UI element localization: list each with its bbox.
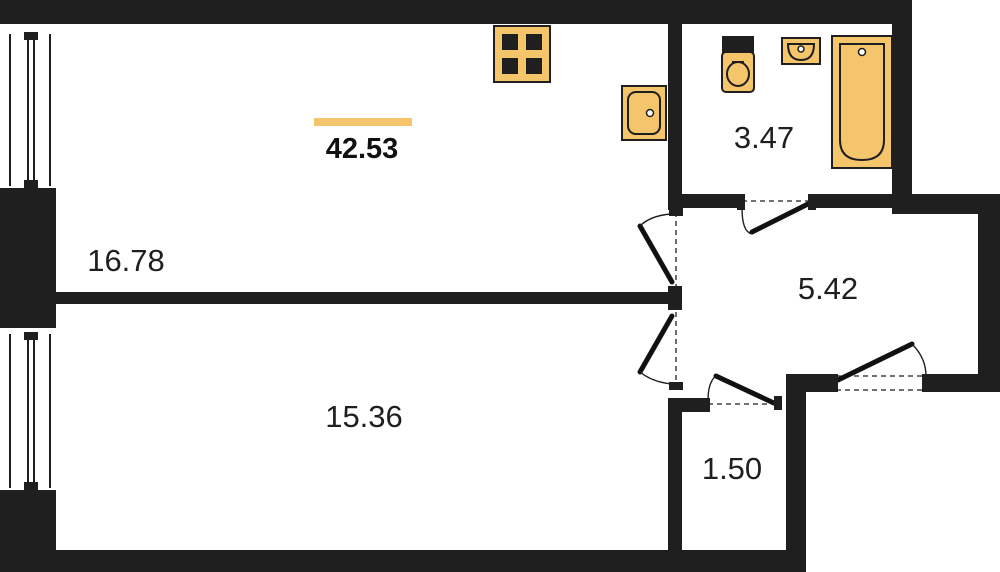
total-area-label: 42.53 bbox=[326, 133, 399, 165]
room-area-bathroom: 3.47 bbox=[734, 120, 794, 155]
door-living-room bbox=[637, 208, 683, 286]
wall-bath-hall-2 bbox=[814, 194, 904, 208]
door-bedroom bbox=[637, 312, 683, 390]
room-area-storage: 1.50 bbox=[702, 451, 762, 486]
wall-kitchen-bath bbox=[668, 20, 682, 210]
room-area-hallway: 5.42 bbox=[798, 271, 858, 306]
wall-top bbox=[0, 0, 912, 24]
toilet-icon bbox=[721, 36, 755, 93]
wall-top-left bbox=[0, 0, 56, 24]
bathtub-icon bbox=[831, 35, 893, 169]
wall-storage-right bbox=[786, 374, 806, 572]
wall-hall-right bbox=[978, 194, 1000, 392]
door-storage bbox=[702, 373, 782, 412]
window-bottom bbox=[9, 332, 51, 490]
room-area-living-room: 16.78 bbox=[87, 243, 165, 278]
washbasin-icon bbox=[781, 37, 821, 65]
kitchen-sink-icon bbox=[621, 85, 667, 141]
total-area-underline bbox=[314, 118, 412, 126]
wall-bath-hall bbox=[668, 194, 740, 208]
wall-hall-bottom bbox=[926, 374, 1000, 392]
stove-icon bbox=[493, 25, 551, 83]
wall-hall-top-right bbox=[892, 194, 1000, 214]
wall-left-pier bbox=[0, 188, 56, 328]
wall-divider-stub bbox=[668, 286, 682, 310]
door-bathroom bbox=[737, 194, 816, 235]
room-area-bedroom: 15.36 bbox=[325, 399, 403, 434]
window-top bbox=[9, 32, 51, 188]
wall-rooms-divider bbox=[56, 292, 672, 304]
door-entrance bbox=[830, 341, 930, 392]
wall-storage-left bbox=[668, 398, 682, 558]
wall-bottom bbox=[0, 550, 806, 572]
wall-bath-right bbox=[892, 0, 912, 214]
